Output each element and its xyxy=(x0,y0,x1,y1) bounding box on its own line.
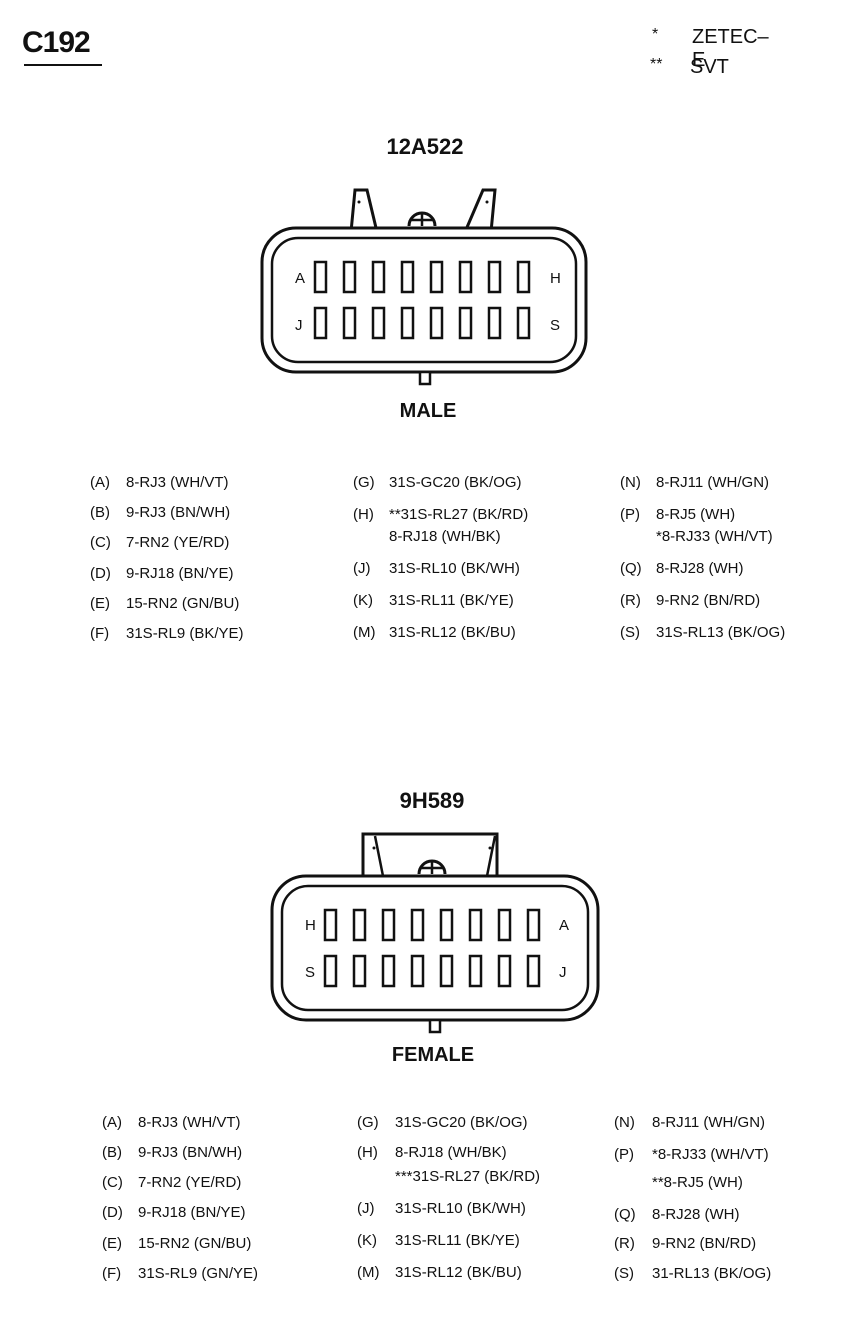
wire-code: 8-RJ18 (WH/BK) xyxy=(389,528,501,545)
wire-code: 31S-RL13 (BK/OG) xyxy=(656,624,786,641)
pin-id: (B) xyxy=(102,1144,122,1161)
pin-label-top-left: H xyxy=(305,917,316,934)
pin-id: (G) xyxy=(357,1114,379,1131)
pin-label-top-right: H xyxy=(550,270,561,287)
wire-code: 31S-RL12 (BK/BU) xyxy=(395,1264,522,1281)
wire-code: 8-RJ28 (WH) xyxy=(656,560,744,577)
wire-code: 8-RJ18 (WH/BK) xyxy=(395,1144,507,1161)
wire-code: 9-RN2 (BN/RD) xyxy=(652,1235,757,1252)
pin-id: (J) xyxy=(353,560,371,577)
pin-id: (G) xyxy=(353,474,375,491)
pin-id: (J) xyxy=(357,1200,375,1217)
wire-code: 31S-RL10 (BK/WH) xyxy=(395,1200,526,1217)
pin-label-bottom-left: S xyxy=(305,964,315,981)
wire-code: *8-RJ33 (WH/VT) xyxy=(652,1146,769,1163)
wire-code: 8-RJ11 (WH/GN) xyxy=(656,474,770,491)
pin-id: (Q) xyxy=(620,560,642,577)
pin-id: (A) xyxy=(90,474,110,491)
wire-code: 8-RJ5 (WH) xyxy=(656,506,736,523)
wire-code: 9-RN2 (BN/RD) xyxy=(656,592,761,609)
pin-id: (A) xyxy=(102,1114,122,1131)
wire-code: 31S-RL12 (BK/BU) xyxy=(389,624,516,641)
wire-code: 31S-GC20 (BK/OG) xyxy=(395,1114,528,1131)
wire-code: 31-RL13 (BK/OG) xyxy=(652,1265,772,1282)
legend-symbol: * xyxy=(652,26,659,43)
pin-id: (E) xyxy=(102,1235,122,1252)
pin-id: (H) xyxy=(353,506,374,523)
pin-id: (S) xyxy=(614,1265,634,1282)
pin-label-bottom-left: J xyxy=(295,317,303,334)
wire-code: 9-RJ18 (BN/YE) xyxy=(138,1204,246,1221)
wire-code: 31S-RL11 (BK/YE) xyxy=(389,592,514,609)
pin-id: (K) xyxy=(353,592,373,609)
pin-id: (B) xyxy=(90,504,110,521)
pin-id: (P) xyxy=(620,506,640,523)
pin-label-bottom-right: S xyxy=(550,317,560,334)
wire-code: 9-RJ3 (BN/WH) xyxy=(126,504,231,521)
wire-code: 15-RN2 (GN/BU) xyxy=(138,1235,252,1252)
pin-id: (N) xyxy=(620,474,641,491)
pin-id: (R) xyxy=(620,592,641,609)
pin-id: (F) xyxy=(90,625,110,642)
connector-gender-label: FEMALE xyxy=(391,1044,475,1066)
connector-part-number: 9H589 xyxy=(399,788,465,813)
pin-id: (M) xyxy=(353,624,376,641)
wire-code: 8-RJ3 (WH/VT) xyxy=(126,474,229,491)
pin-id: (Q) xyxy=(614,1206,636,1223)
wire-code: 7-RN2 (YE/RD) xyxy=(138,1174,242,1191)
legend-text: ZETEC–E xyxy=(692,26,769,71)
wire-code: 31S-RL10 (BK/WH) xyxy=(389,560,520,577)
pin-id: (E) xyxy=(90,595,110,612)
wire-code: 8-RJ28 (WH) xyxy=(652,1206,740,1223)
wire-code: *8-RJ33 (WH/VT) xyxy=(656,528,773,545)
pin-id: (D) xyxy=(102,1204,123,1221)
wire-code: ***31S-RL27 (BK/RD) xyxy=(395,1168,541,1185)
wire-code: 7-RN2 (YE/RD) xyxy=(126,534,230,551)
wire-code: **31S-RL27 (BK/RD) xyxy=(389,506,529,523)
pin-id: (R) xyxy=(614,1235,635,1252)
wire-code: **8-RJ5 (WH) xyxy=(652,1174,743,1191)
pin-id: (H) xyxy=(357,1144,378,1161)
pin-id: (N) xyxy=(614,1114,635,1131)
wire-code: 8-RJ11 (WH/GN) xyxy=(652,1114,766,1131)
connector-gender-label: MALE xyxy=(399,400,457,422)
connector-male-drawing: A H J S xyxy=(260,188,588,386)
pin-id: (M) xyxy=(357,1264,380,1281)
pin-label-top-left: A xyxy=(295,270,305,287)
wire-code: 9-RJ18 (BN/YE) xyxy=(126,565,234,582)
diagram-title: C192 xyxy=(22,26,91,59)
wire-code: 9-RJ3 (BN/WH) xyxy=(138,1144,243,1161)
wire-code: 15-RN2 (GN/BU) xyxy=(126,595,240,612)
pin-id: (F) xyxy=(102,1265,122,1282)
pin-id: (K) xyxy=(357,1232,377,1249)
title-underline xyxy=(24,64,102,66)
wire-code: 31S-RL9 (GN/YE) xyxy=(138,1265,259,1282)
pin-label-top-right: A xyxy=(559,917,569,934)
pin-id: (C) xyxy=(90,534,111,551)
wire-code: 31S-RL11 (BK/YE) xyxy=(395,1232,520,1249)
pin-id: (D) xyxy=(90,565,111,582)
pin-id: (S) xyxy=(620,624,640,641)
wire-code: 31S-GC20 (BK/OG) xyxy=(389,474,522,491)
legend-symbol: ** xyxy=(650,56,663,73)
wire-code: 8-RJ3 (WH/VT) xyxy=(138,1114,241,1131)
connector-female-drawing: H A S J xyxy=(270,832,600,1034)
pin-id: (C) xyxy=(102,1174,123,1191)
connector-part-number: 12A522 xyxy=(386,134,464,159)
wire-code: 31S-RL9 (BK/YE) xyxy=(126,625,244,642)
pin-label-bottom-right: J xyxy=(559,964,567,981)
legend-text: SVT xyxy=(690,56,729,78)
pin-id: (P) xyxy=(614,1146,634,1163)
